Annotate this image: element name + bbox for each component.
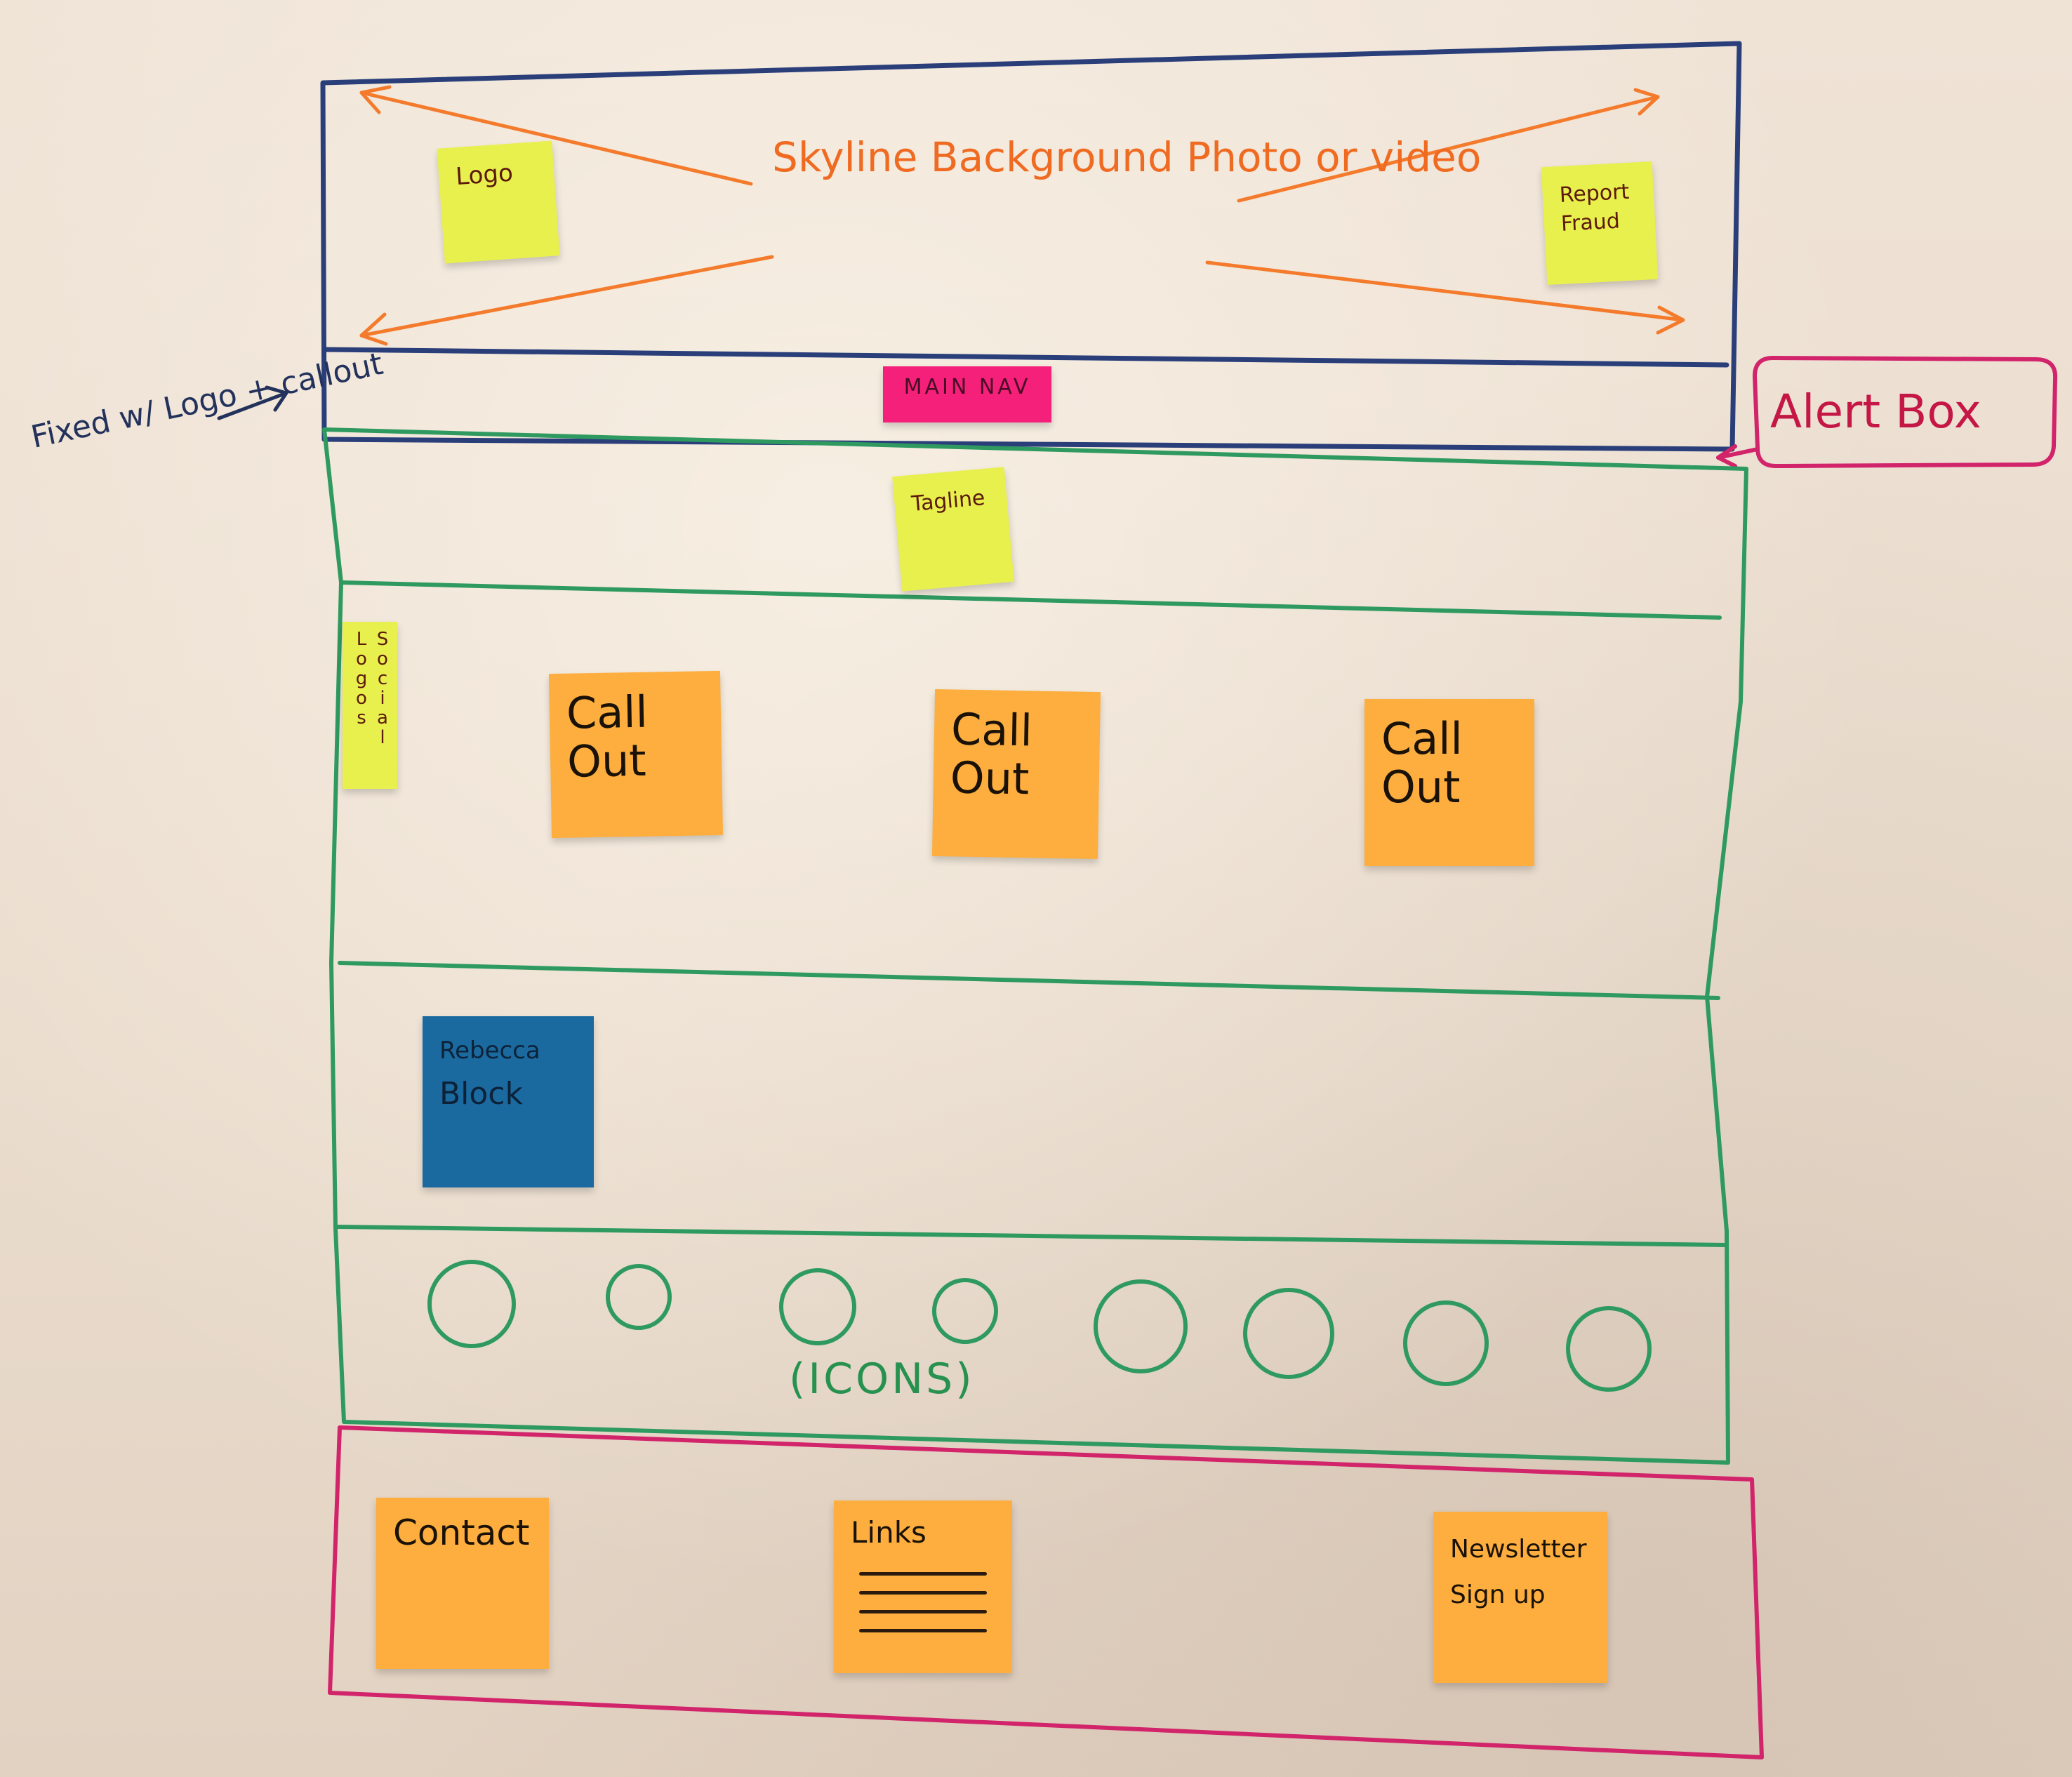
tagline-note: Tagline <box>892 467 1014 592</box>
newsletter-line-2: Sign up <box>1450 1580 1546 1609</box>
background-label: Skyline Background Photo or video <box>772 133 1481 182</box>
icon-placeholder <box>1094 1279 1188 1373</box>
background-label-line-3: or video <box>1315 133 1482 181</box>
rebecca-block-note: Rebecca Block <box>423 1016 594 1187</box>
main-nav-note: MAIN NAV <box>883 366 1051 422</box>
background-label-line-2: Background Photo <box>930 133 1303 181</box>
alert-box-label: Alert Box <box>1770 385 1981 439</box>
links-label: Links <box>851 1515 927 1550</box>
tagline-label: Tagline <box>910 485 986 517</box>
icon-placeholder <box>427 1260 516 1348</box>
contact-note: Contact <box>376 1498 549 1669</box>
icon-placeholder <box>1566 1306 1652 1392</box>
icon-placeholder <box>606 1264 672 1330</box>
alert-box-outline <box>1716 356 2058 468</box>
link-line <box>859 1610 987 1613</box>
rebecca-block-line-2: Block <box>439 1076 524 1112</box>
link-line <box>859 1591 987 1595</box>
icon-placeholder <box>779 1268 856 1345</box>
callout-line-1: Call <box>950 703 1033 757</box>
report-fraud-line-1: Report <box>1558 179 1631 208</box>
callout-card: Call Out <box>931 688 1101 860</box>
callout-line-1: Call <box>566 686 649 739</box>
link-line <box>859 1572 987 1576</box>
report-fraud-line-2: Fraud <box>1560 208 1621 237</box>
background-label-line-1: Skyline <box>772 133 918 181</box>
social-logos-note: Social Logos <box>343 622 397 789</box>
newsletter-note: Newsletter Sign up <box>1433 1512 1607 1683</box>
header-arrows <box>359 85 1685 346</box>
body-outline <box>322 427 1748 1465</box>
callout-card: Call Out <box>548 670 724 839</box>
main-nav-label: MAIN NAV <box>903 375 1031 399</box>
callout-line-2: Out <box>566 735 647 788</box>
icon-placeholder <box>1243 1288 1334 1379</box>
links-list-lines <box>859 1557 987 1648</box>
logo-note: Logo <box>437 140 560 264</box>
callout-card: Call Out <box>1364 699 1534 866</box>
icon-placeholder <box>932 1278 998 1344</box>
callout-line-2: Out <box>950 752 1030 805</box>
icons-row <box>427 1260 1652 1392</box>
link-line <box>859 1629 987 1632</box>
social-logos-label: Social Logos <box>351 629 393 747</box>
callout-line-1: Call <box>1381 713 1463 764</box>
logo-note-label: Logo <box>454 159 514 192</box>
callout-line-2: Out <box>1381 761 1461 813</box>
footer-outline <box>328 1425 1764 1759</box>
contact-label: Contact <box>393 1512 530 1553</box>
rebecca-block-line-1: Rebecca <box>439 1037 540 1065</box>
newsletter-line-1: Newsletter <box>1450 1535 1587 1564</box>
fixed-pointer-arrow <box>217 385 288 420</box>
icon-placeholder <box>1403 1300 1489 1386</box>
links-note: Links <box>834 1500 1012 1673</box>
icons-label: (ICONS) <box>789 1355 975 1404</box>
report-fraud-note: Report Fraud <box>1541 161 1659 286</box>
